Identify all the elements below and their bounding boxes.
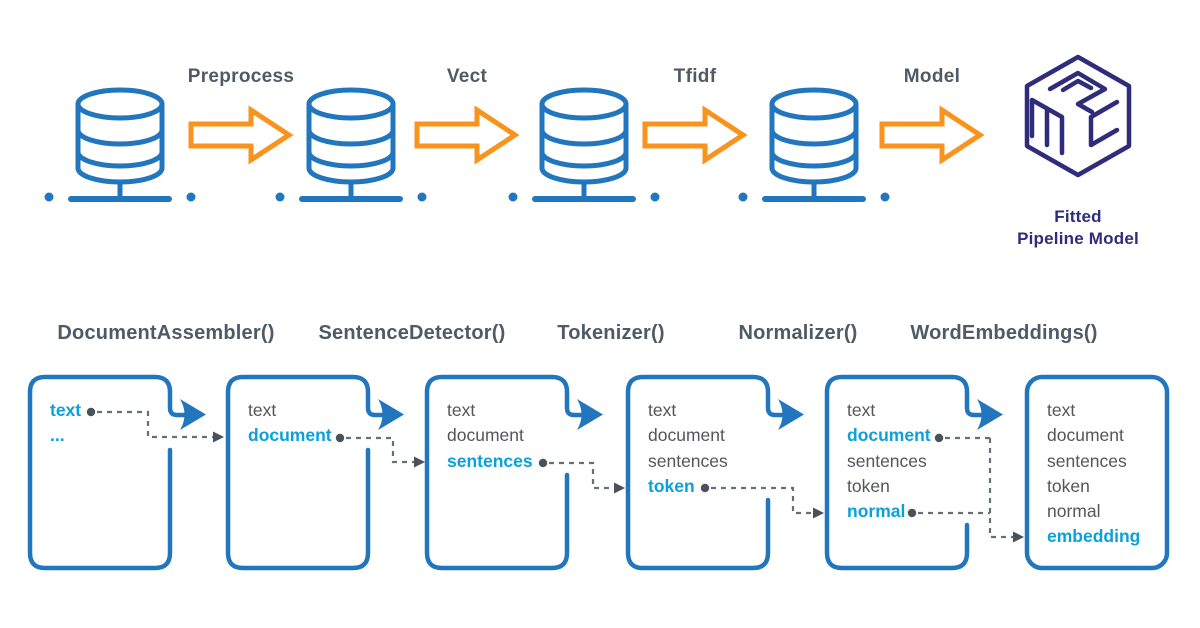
- column-document: document: [248, 425, 332, 446]
- stage-label-tfidf: Tfidf: [673, 66, 717, 87]
- block-arrow-icon: [191, 110, 289, 160]
- flow-arrowhead-icon: [378, 399, 404, 430]
- document-box-icon: [625, 374, 786, 571]
- flow-arrowhead-icon: [577, 399, 603, 430]
- column-sentences: sentences: [847, 450, 927, 471]
- document-box-icon: [225, 374, 386, 571]
- dashed-connector-arrow: [711, 486, 814, 515]
- document-box-icon: [1024, 374, 1170, 571]
- column-more: ...: [50, 425, 65, 446]
- database-icon: [276, 90, 427, 202]
- column-token: token: [648, 475, 695, 496]
- document-box-columns-6: text document sentences token normal embeddin…: [1027, 377, 1167, 568]
- column-sentences: sentences: [648, 450, 728, 471]
- column-text: text: [447, 400, 476, 420]
- column-token: token: [847, 475, 890, 496]
- dashed-connector-arrow: [97, 410, 214, 439]
- document-box-icon: [27, 374, 188, 571]
- annotator-label-tokenizer: Tokenizer(): [557, 322, 665, 344]
- annotator-label-normalizer: Normalizer(): [738, 322, 858, 344]
- column-embedding: embedding: [1047, 526, 1141, 547]
- fitted-pipeline-model-caption: Fitted Pipeline Model: [1017, 206, 1139, 250]
- dashed-connector-arrow: [918, 436, 1014, 539]
- document-box-columns-2: text document: [228, 377, 368, 568]
- column-text: text: [847, 400, 876, 420]
- stage-label-model: Model: [903, 66, 961, 87]
- block-arrow-icon: [417, 110, 515, 160]
- document-box-columns-5: text document sentences token normal: [827, 377, 967, 568]
- stage-label-preprocess: Preprocess: [187, 66, 295, 87]
- maze-cube-logo: [1024, 54, 1132, 178]
- column-sentences: sentences: [1047, 450, 1127, 471]
- column-text: text: [1047, 400, 1076, 420]
- database-icon: [509, 90, 660, 202]
- document-box-icon: [424, 374, 585, 571]
- column-document: document: [648, 425, 725, 446]
- dashed-connector-arrow: [346, 436, 415, 464]
- column-normal: normal: [847, 501, 906, 522]
- connector-arrowheads: [213, 431, 1024, 543]
- column-text: text: [50, 400, 82, 420]
- column-normal: normal: [1047, 501, 1101, 522]
- caption-line-1: Fitted: [1054, 207, 1102, 226]
- document-box-columns-3: text document sentences: [427, 377, 567, 568]
- stage-label-vect: Vect: [446, 66, 488, 87]
- flow-arrowheads: [180, 399, 1003, 430]
- block-arrow-icon: [882, 110, 980, 160]
- caption-line-2: Pipeline Model: [1017, 229, 1139, 248]
- database-icon: [45, 90, 196, 202]
- connector-dots: [86, 407, 944, 518]
- flow-arrowhead-icon: [180, 399, 206, 430]
- database-icon: [739, 90, 890, 202]
- column-token: token: [1047, 475, 1090, 496]
- block-arrow-icon: [645, 110, 743, 160]
- document-box-columns-1: text...: [30, 377, 170, 568]
- annotator-label-sentencedetector: SentenceDetector(): [318, 322, 506, 344]
- annotator-label-documentassembler: DocumentAssembler(): [57, 322, 275, 344]
- dashed-connector-arrow: [549, 461, 615, 490]
- flow-arrowhead-icon: [977, 399, 1003, 430]
- column-document: document: [847, 425, 931, 446]
- annotator-label-wordembeddings: WordEmbeddings(): [910, 322, 1098, 344]
- flow-arrowhead-icon: [778, 399, 804, 430]
- column-document: document: [1047, 425, 1124, 446]
- column-document: document: [447, 425, 524, 446]
- column-text: text: [248, 400, 277, 420]
- document-box-columns-4: text document sentences token: [628, 377, 768, 568]
- column-sentences: sentences: [447, 450, 533, 471]
- column-text: text: [648, 400, 677, 420]
- document-box-icon: [824, 374, 985, 571]
